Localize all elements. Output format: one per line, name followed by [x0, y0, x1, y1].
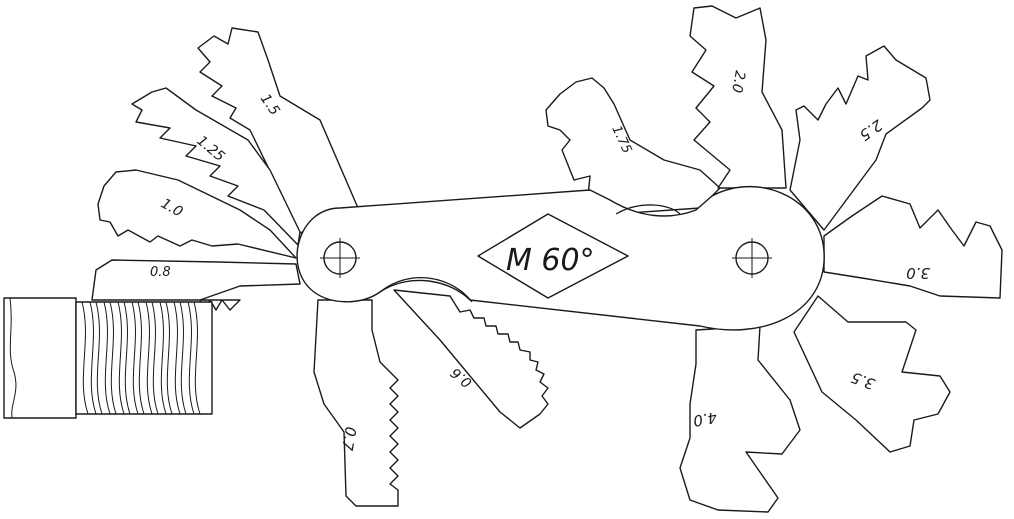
blade-1-0: 1.0 — [97, 169, 297, 259]
blade-2-0: 2.0 — [689, 5, 787, 189]
blade-label-0-8: 0.8 — [150, 265, 171, 280]
blade-4-0: 4.0 — [679, 325, 801, 513]
blade-0-8: 0.8 — [91, 259, 301, 311]
blade-2-5: 2.5 — [789, 45, 931, 231]
blade-label-3-0: 3.0 — [906, 264, 930, 282]
blade-0-6: 0.6 — [393, 289, 549, 429]
right-pivot-screw — [732, 238, 772, 278]
blade-0-7: 0.7 — [313, 299, 399, 507]
blade-3-0: 3.0 — [823, 195, 1003, 299]
thread-lines — [81, 301, 201, 415]
threaded-bolt — [3, 297, 213, 419]
brand-label: M 60° — [506, 243, 595, 278]
blade-3-5: 3.5 — [793, 295, 951, 453]
blade-label-0-7: 0.7 — [338, 425, 360, 452]
blade-label-4-0: 4.0 — [692, 408, 719, 430]
left-pivot-screw — [320, 238, 360, 278]
blade-1-5: 1.5 — [197, 27, 359, 234]
brand-diamond: M 60° — [477, 213, 629, 299]
blade-1-25: 1.25 — [131, 87, 301, 246]
blade-label-2-0: 2.0 — [728, 69, 748, 94]
